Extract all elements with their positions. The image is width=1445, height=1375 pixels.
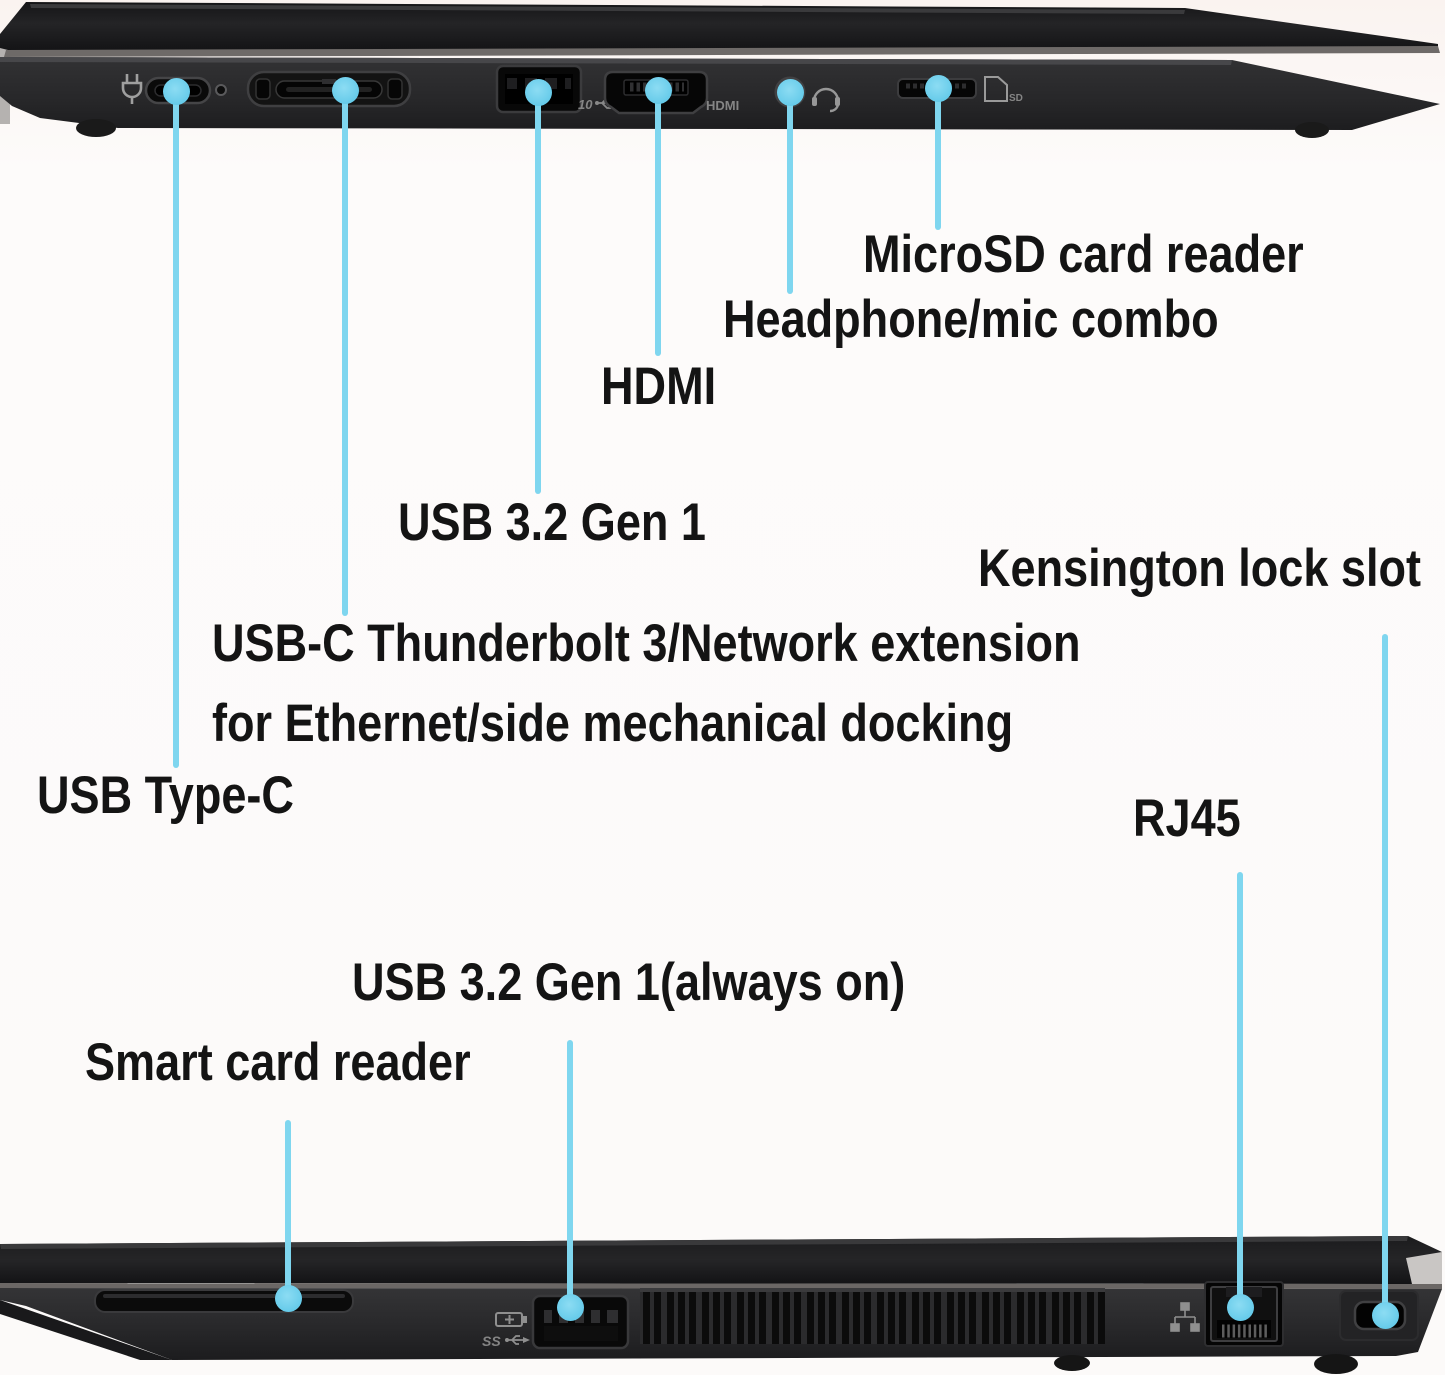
- label-smart-card: Smart card reader: [85, 1033, 471, 1092]
- callout-line-microsd: [935, 98, 941, 230]
- callout-dot-headphone: [776, 78, 804, 106]
- callout-line-usb-type-c: [173, 100, 179, 768]
- smart-card-slot: [94, 1289, 354, 1313]
- rubber-foot: [1295, 122, 1329, 138]
- power-plug-icon: [121, 74, 143, 104]
- laptop-left-side-view: 10 HDMI SD: [0, 2, 1440, 138]
- rubber-foot: [1314, 1354, 1358, 1374]
- status-led: [215, 84, 227, 96]
- docking-connector-port: [246, 70, 412, 108]
- label-hdmi: HDMI: [601, 357, 717, 416]
- callout-line-docking: [342, 100, 348, 616]
- usb-speed-label: 10: [578, 97, 593, 112]
- usb-ss-icon: SS: [482, 1333, 530, 1349]
- label-docking-line2: for Ethernet/side mechanical docking: [212, 694, 1014, 753]
- callout-line-usb-3-2-always-on: [567, 1040, 573, 1305]
- callout-line-smart-card: [285, 1120, 291, 1298]
- label-headphone: Headphone/mic combo: [723, 290, 1219, 349]
- lid-highlight: [30, 4, 1185, 14]
- rubber-foot: [76, 119, 116, 137]
- callout-dot-usb-3-2-always-on: [556, 1293, 584, 1321]
- callout-line-kensington: [1382, 634, 1388, 1313]
- front-taper-shadow: [0, 1300, 172, 1360]
- hinge-gap: [4, 46, 1440, 57]
- label-kensington: Kensington lock slot: [978, 539, 1422, 598]
- hdmi-port-label: HDMI: [706, 98, 739, 113]
- callout-dot-hdmi: [644, 76, 672, 104]
- headset-icon: [812, 87, 840, 113]
- lid-edge: [0, 1236, 1442, 1284]
- callout-dot-smart-card: [274, 1284, 302, 1312]
- hinge-highlight: [1406, 1252, 1442, 1284]
- laptop-right-side-view: SS: [0, 1236, 1442, 1374]
- label-docking-line1: USB-C Thunderbolt 3/Network extension: [212, 614, 1081, 673]
- callout-line-usb-3-2-gen1: [535, 102, 541, 494]
- label-microsd: MicroSD card reader: [863, 225, 1304, 284]
- battery-charge-icon: [495, 1312, 527, 1327]
- lid-highlight: [0, 1236, 1408, 1249]
- callout-dot-usb-type-c: [162, 77, 190, 105]
- lid-edge: [0, 2, 1438, 50]
- base-body: [0, 57, 1440, 130]
- label-usb-3-2-gen1: USB 3.2 Gen 1: [398, 493, 706, 552]
- sd-card-label: SD: [1009, 93, 1023, 104]
- ethernet-icon: [1170, 1302, 1200, 1332]
- callout-dot-microsd: [924, 74, 952, 102]
- callout-line-headphone: [787, 102, 793, 294]
- callout-line-rj45: [1237, 872, 1243, 1305]
- base-top-highlight: [0, 57, 1232, 65]
- callout-dot-kensington: [1371, 1301, 1399, 1329]
- vent-grille: [640, 1288, 1105, 1344]
- callout-dot-usb-3-2-gen1: [524, 78, 552, 106]
- usb-ss-label: SS: [482, 1333, 501, 1349]
- rubber-foot: [1054, 1355, 1090, 1371]
- label-usb-always-on: USB 3.2 Gen 1(always on): [352, 953, 906, 1012]
- callout-dot-rj45: [1226, 1293, 1254, 1321]
- hinge-gap: [0, 1283, 1442, 1289]
- label-usb-type-c: USB Type-C: [37, 766, 294, 825]
- callout-dot-docking: [331, 76, 359, 104]
- callout-line-hdmi: [655, 100, 661, 356]
- label-rj45: RJ45: [1133, 789, 1241, 848]
- sd-card-icon: SD: [984, 76, 1023, 104]
